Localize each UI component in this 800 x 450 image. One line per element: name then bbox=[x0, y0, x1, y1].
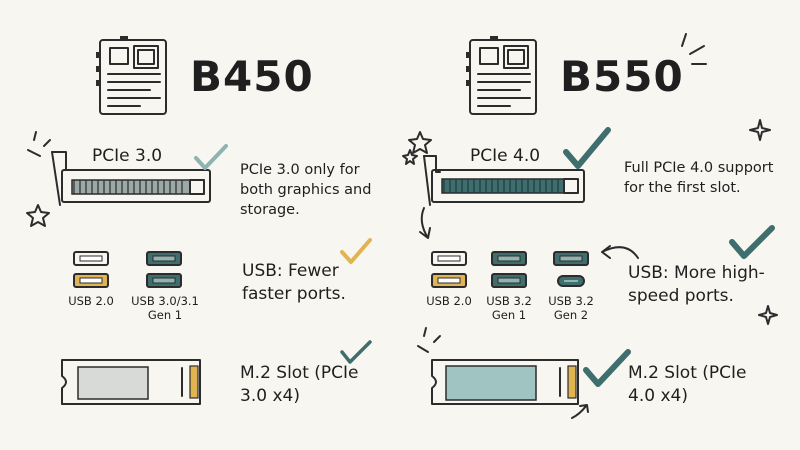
m2-description-right: M.2 Slot (PCIe 4.0 x4) bbox=[628, 363, 747, 406]
checkmark-icon bbox=[729, 225, 775, 259]
usb-port-icon bbox=[491, 273, 527, 288]
pcie-slot-icon bbox=[423, 155, 585, 206]
arrow-icon bbox=[601, 245, 639, 259]
checkmark-icon bbox=[563, 127, 611, 169]
usb-port-icon bbox=[73, 273, 109, 288]
motherboard-icon bbox=[466, 36, 537, 115]
sparkle-icon bbox=[417, 327, 441, 353]
sparkle-icon bbox=[26, 204, 50, 227]
arrow-icon bbox=[419, 207, 431, 239]
usb-port-icon bbox=[146, 273, 182, 288]
board-title-b550: B550 bbox=[560, 52, 684, 101]
checkmark-icon bbox=[583, 349, 631, 387]
m2-ssd-icon bbox=[61, 359, 201, 405]
usb-port-icon bbox=[73, 251, 109, 266]
m2-description-left: M.2 Slot (PCIe 3.0 x4) bbox=[240, 363, 359, 406]
motherboard-icon bbox=[96, 36, 167, 115]
checkmark-icon bbox=[340, 238, 372, 264]
usb-port-icon bbox=[553, 251, 589, 266]
checkmark-icon bbox=[340, 340, 372, 364]
usb-port-label: USB 2.0 bbox=[426, 294, 472, 308]
checkmark-icon bbox=[194, 144, 228, 170]
pcie-slot-icon bbox=[51, 151, 211, 206]
usb-port-icon bbox=[146, 251, 182, 266]
m2-ssd-icon bbox=[431, 359, 579, 405]
usb-port-label: USB 2.0 bbox=[68, 294, 114, 308]
usb-port-label: USB 3.2 Gen 2 bbox=[548, 294, 594, 322]
pcie-description-left: PCIe 3.0 only for both graphics and stor… bbox=[240, 162, 372, 218]
sparkle-icon bbox=[402, 131, 432, 165]
usb-port-label: USB 3.2 Gen 1 bbox=[486, 294, 532, 322]
sparkle-icon bbox=[749, 119, 771, 141]
sparkle-icon bbox=[27, 131, 51, 157]
sparkle-icon bbox=[681, 33, 707, 65]
usb-port-icon bbox=[491, 251, 527, 266]
board-title-b450: B450 bbox=[190, 52, 314, 101]
usb-description-right: USB: More high-speed ports. bbox=[628, 263, 765, 306]
usb-port-icon bbox=[557, 275, 585, 287]
sparkle-icon bbox=[758, 305, 778, 325]
pcie-label-right: PCIe 4.0 bbox=[470, 146, 541, 166]
arrow-icon bbox=[571, 404, 589, 419]
usb-port-icon bbox=[431, 273, 467, 288]
usb-port-label: USB 3.0/3.1 Gen 1 bbox=[131, 294, 199, 322]
pcie-label-left: PCIe 3.0 bbox=[92, 146, 163, 166]
usb-description-left: USB: Fewer faster ports. bbox=[242, 261, 346, 304]
usb-port-icon bbox=[431, 251, 467, 266]
pcie-description-right: Full PCIe 4.0 support for the first slot… bbox=[624, 160, 774, 196]
